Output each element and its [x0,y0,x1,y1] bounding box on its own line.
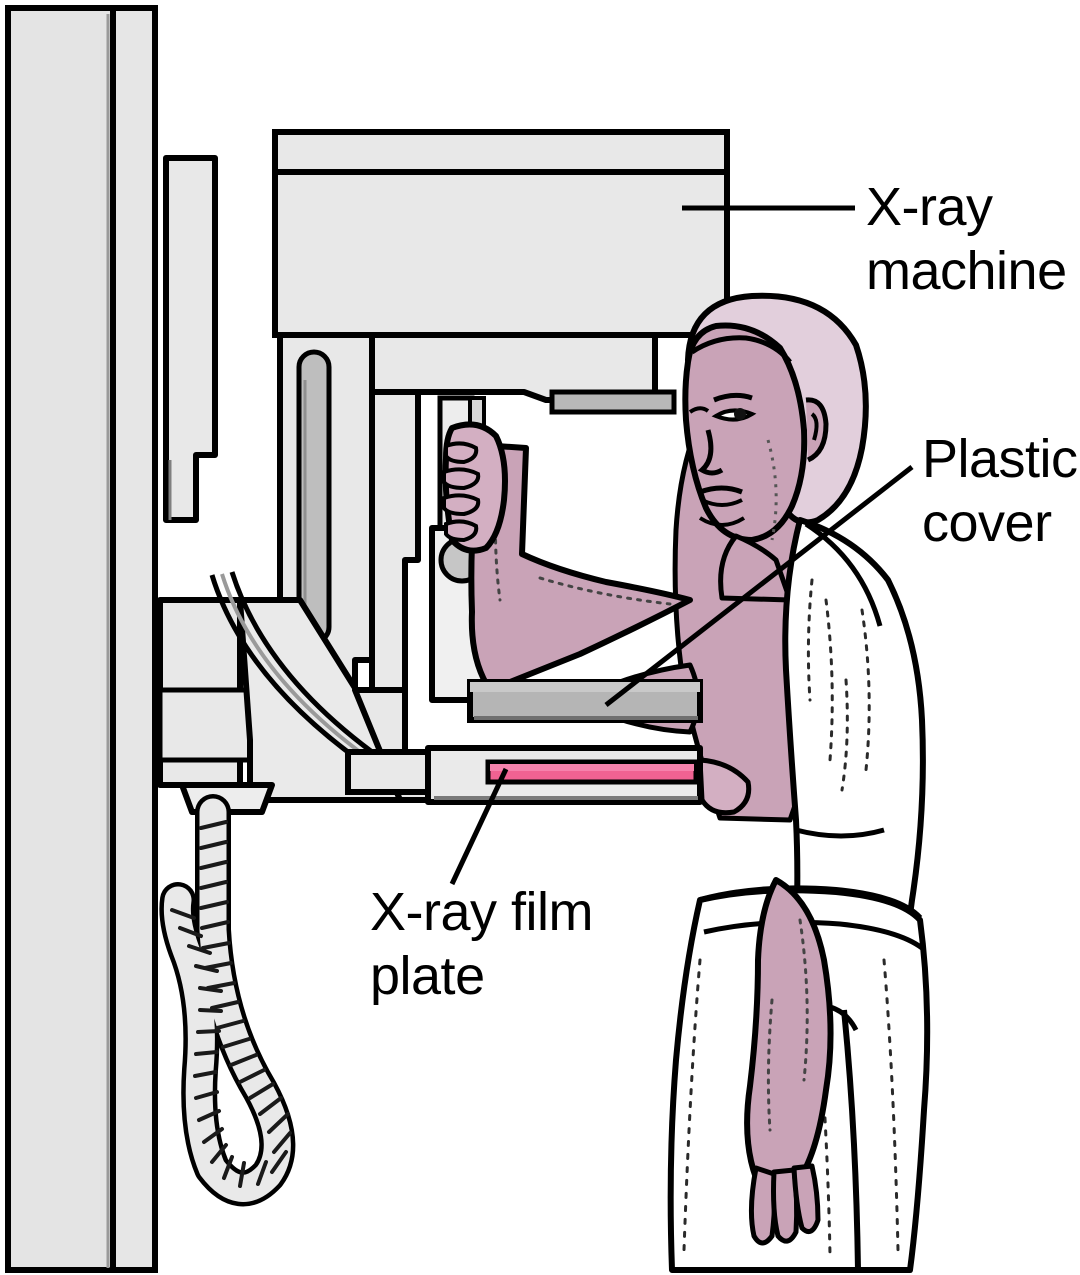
leader-line-xray-film-plate [449,767,509,886]
wall-column [5,5,158,1273]
film-platform [345,745,703,805]
machine-upright [163,155,218,523]
label-leaders [449,205,914,886]
paddle-rail [549,389,677,415]
patient-hand-grip [442,421,508,554]
compression-paddle [467,679,703,723]
leader-line-plastic-cover [604,465,914,707]
patient-head [682,292,869,543]
coiled-cable [159,794,296,1207]
patient-body [442,292,931,1273]
